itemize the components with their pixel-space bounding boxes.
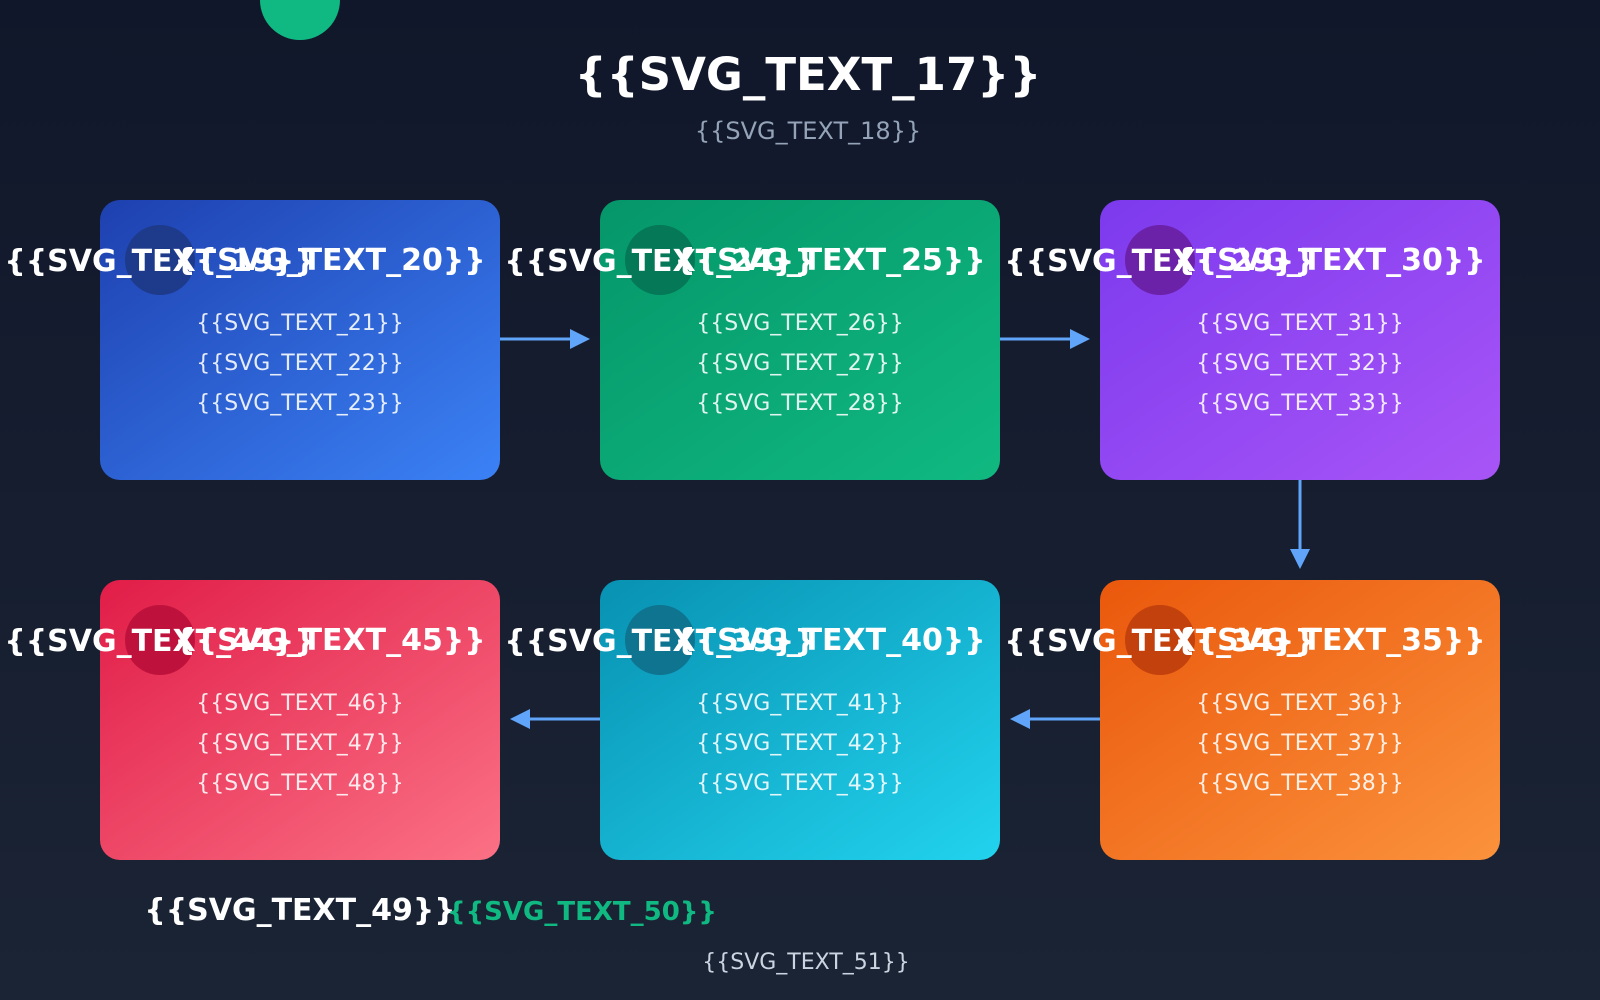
accent-dot-icon [260, 0, 340, 40]
step-number-badge [1125, 605, 1195, 675]
step-title: {{SVG_TEXT_35}} [1174, 623, 1485, 658]
step-detail-line: {{SVG_TEXT_26}} [696, 311, 904, 336]
step-detail-line: {{SVG_TEXT_21}} [196, 311, 404, 336]
step-card-background [600, 200, 1000, 480]
step-detail-line: {{SVG_TEXT_28}} [696, 391, 904, 416]
step-card-background [100, 580, 500, 860]
step-number-badge [625, 225, 695, 295]
step-box-2: {{SVG_TEXT_24}}{{SVG_TEXT_25}} {{SVG_TEXT… [504, 200, 1000, 480]
footer-value: {{SVG_TEXT_50}} [447, 897, 717, 927]
step-detail-line: {{SVG_TEXT_43}} [696, 771, 904, 796]
step-detail-line: {{SVG_TEXT_32}} [1196, 351, 1404, 376]
step-box-6: {{SVG_TEXT_44}}{{SVG_TEXT_45}} {{SVG_TEXT… [4, 580, 500, 860]
step-title: {{SVG_TEXT_40}} [674, 623, 985, 658]
step-title: {{SVG_TEXT_45}} [174, 623, 485, 658]
step-number: {{SVG_TEXT_24}} [504, 244, 815, 279]
step-detail-line: {{SVG_TEXT_31}} [1196, 311, 1404, 336]
footer-note: {{SVG_TEXT_51}} [702, 950, 910, 975]
steps-group: {{SVG_TEXT_19}}{{SVG_TEXT_20}} {{SVG_TEXT… [4, 200, 1500, 860]
step-detail-line: {{SVG_TEXT_23}} [196, 391, 404, 416]
step-detail-line: {{SVG_TEXT_46}} [196, 691, 404, 716]
connectors-group [500, 329, 1310, 729]
step-box-1: {{SVG_TEXT_19}}{{SVG_TEXT_20}} {{SVG_TEXT… [4, 200, 500, 480]
step-title: {{SVG_TEXT_25}} [674, 243, 985, 278]
step-number-badge [125, 605, 195, 675]
step-title: {{SVG_TEXT_30}} [1174, 243, 1485, 278]
step-box-4: {{SVG_TEXT_34}}{{SVG_TEXT_35}} {{SVG_TEXT… [1004, 580, 1500, 860]
step-card-background [600, 580, 1000, 860]
step-box-3: {{SVG_TEXT_29}}{{SVG_TEXT_30}} {{SVG_TEXT… [1004, 200, 1500, 480]
diagram-title: {{SVG_TEXT_17}} [575, 48, 1042, 101]
step-detail-line: {{SVG_TEXT_38}} [1196, 771, 1404, 796]
step-detail-line: {{SVG_TEXT_33}} [1196, 391, 1404, 416]
step-detail-line: {{SVG_TEXT_37}} [1196, 731, 1404, 756]
step-card-background [100, 200, 500, 480]
step-detail-line: {{SVG_TEXT_36}} [1196, 691, 1404, 716]
footer-label: {{SVG_TEXT_49}} [144, 893, 455, 928]
step-number: {{SVG_TEXT_29}} [1004, 244, 1315, 279]
step-detail-line: {{SVG_TEXT_48}} [196, 771, 404, 796]
step-detail-line: {{SVG_TEXT_47}} [196, 731, 404, 756]
step-number: {{SVG_TEXT_44}} [4, 624, 315, 659]
step-number: {{SVG_TEXT_19}} [4, 244, 315, 279]
arrowhead-icon [1070, 329, 1090, 349]
step-detail-line: {{SVG_TEXT_27}} [696, 351, 904, 376]
step-card-background [1100, 200, 1500, 480]
step-detail-line: {{SVG_TEXT_42}} [696, 731, 904, 756]
step-number: {{SVG_TEXT_39}} [504, 624, 815, 659]
step-title: {{SVG_TEXT_20}} [174, 243, 485, 278]
step-detail-line: {{SVG_TEXT_22}} [196, 351, 404, 376]
step-box-5: {{SVG_TEXT_39}}{{SVG_TEXT_40}} {{SVG_TEXT… [504, 580, 1000, 860]
step-detail-line: {{SVG_TEXT_41}} [696, 691, 904, 716]
step-number-badge [125, 225, 195, 295]
step-number: {{SVG_TEXT_34}} [1004, 624, 1315, 659]
diagram-subtitle: {{SVG_TEXT_18}} [695, 117, 921, 145]
arrowhead-icon [570, 329, 590, 349]
arrowhead-icon [1290, 549, 1310, 569]
step-card-background [1100, 580, 1500, 860]
arrowhead-icon [1010, 709, 1030, 729]
step-number-badge [625, 605, 695, 675]
step-number-badge [1125, 225, 1195, 295]
arrowhead-icon [510, 709, 530, 729]
